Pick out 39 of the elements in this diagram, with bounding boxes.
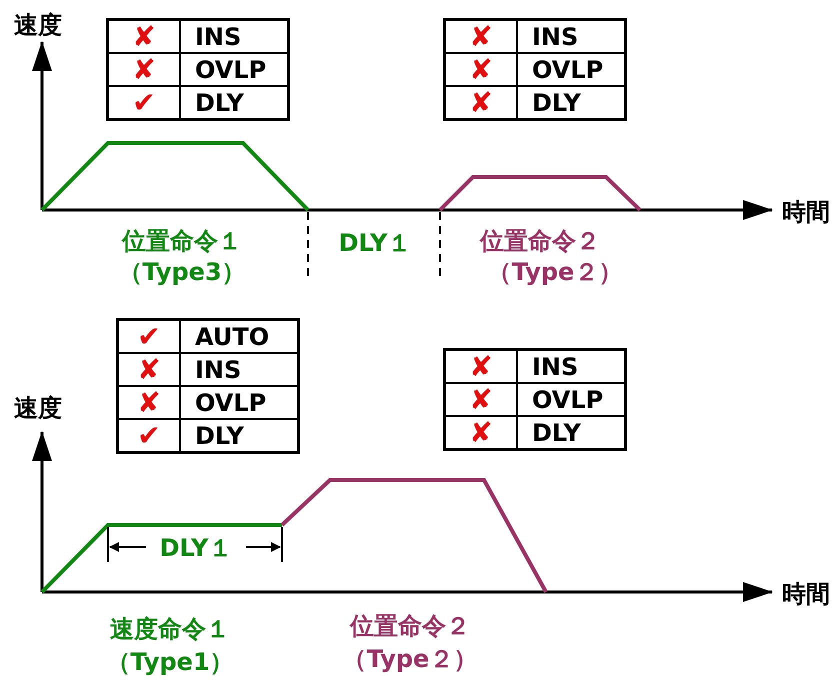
- status-mark: ✘: [108, 53, 180, 86]
- option-cell: INS: [180, 20, 288, 53]
- status-mark: ✘: [118, 353, 180, 386]
- curve-label: 速度命令１: [110, 616, 230, 642]
- option-cell: AUTO: [180, 320, 298, 353]
- status-mark: ✘: [445, 416, 517, 449]
- option-cell: OVLP: [180, 386, 298, 419]
- status-mark: ✘: [445, 53, 517, 86]
- interval-label: DLY１: [338, 230, 412, 256]
- option-cell: INS: [517, 20, 625, 53]
- status-mark: ✘: [118, 386, 180, 419]
- status-mark: ✔: [118, 320, 180, 353]
- status-mark: ✘: [445, 383, 517, 416]
- status-mark: ✘: [108, 20, 180, 53]
- option-cell: DLY: [180, 419, 298, 452]
- axis-label: 時間: [782, 580, 830, 608]
- curve-label: 位置命令２: [350, 612, 470, 640]
- status-mark: ✘: [445, 86, 517, 119]
- option-cell: INS: [517, 350, 625, 383]
- axis-label: 速度: [14, 12, 62, 38]
- option-cell: OVLP: [517, 383, 625, 416]
- curve-label: 位置命令１: [122, 228, 242, 254]
- axis-label: 時間: [782, 198, 830, 226]
- curve-label: （Type3）: [118, 258, 246, 286]
- curve-label: 位置命令２: [480, 228, 600, 254]
- option-cell: DLY: [517, 416, 625, 449]
- curve-label: （Type1）: [106, 648, 234, 676]
- option-cell: OVLP: [517, 53, 625, 86]
- axis-label: 速度: [14, 394, 62, 422]
- option-cell: DLY: [180, 86, 288, 119]
- option-cell: INS: [180, 353, 298, 386]
- status-mark: ✔: [118, 419, 180, 452]
- curve-label: （Type２）: [342, 646, 478, 672]
- option-cell: DLY: [517, 86, 625, 119]
- option-cell: OVLP: [180, 53, 288, 86]
- curve-label: （Type２）: [488, 258, 622, 286]
- status-mark: ✘: [445, 350, 517, 383]
- status-mark: ✘: [445, 20, 517, 53]
- status-mark: ✔: [108, 86, 180, 119]
